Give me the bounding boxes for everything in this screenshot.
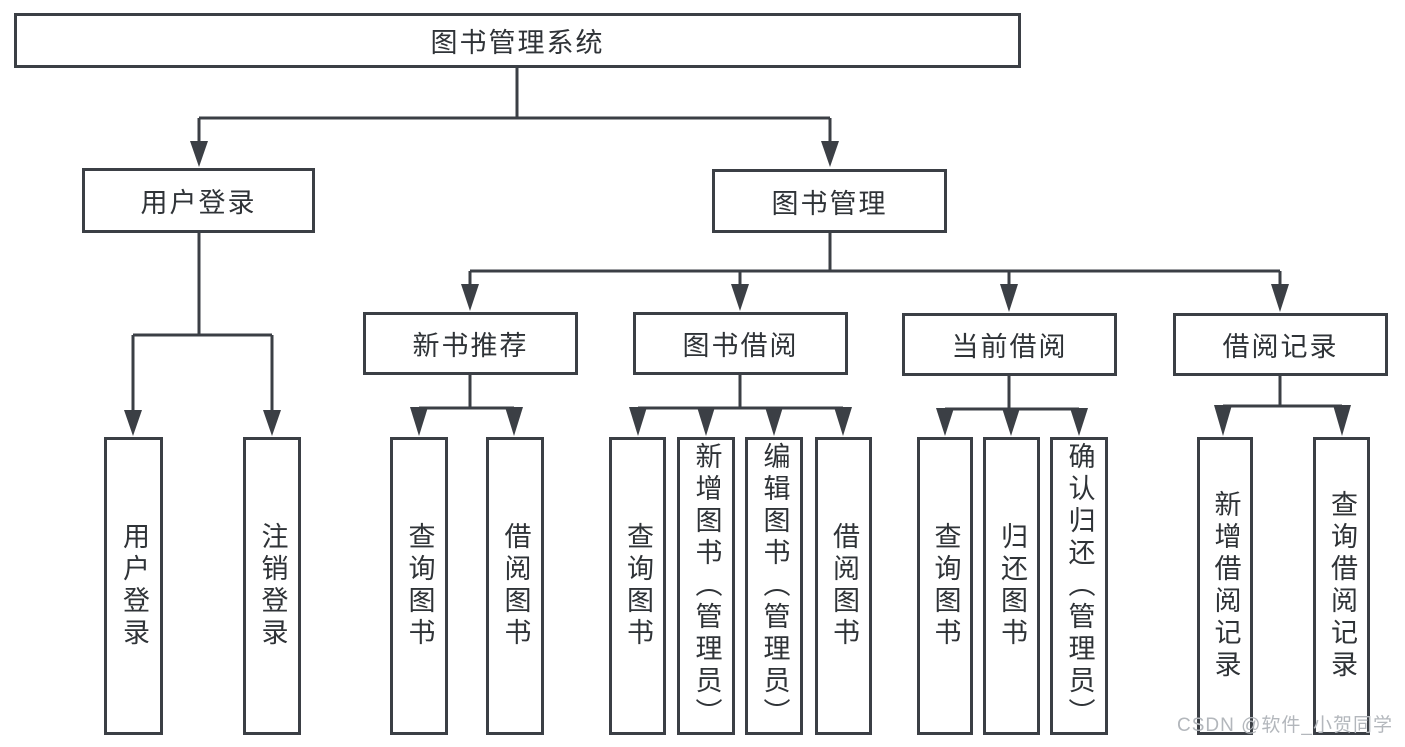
node-label: 用户登录 bbox=[119, 522, 149, 650]
node-label: 新增借阅记录 bbox=[1210, 490, 1241, 682]
node-new-book-recommend: 新书推荐 bbox=[363, 312, 578, 375]
arrowheads bbox=[124, 141, 1351, 436]
leaf-query-borrow-record: 查询借阅记录 bbox=[1313, 437, 1370, 735]
node-label: 当前借阅 bbox=[951, 332, 1068, 362]
leaf-query-books-recommend: 查询图书 bbox=[390, 437, 448, 735]
leaf-query-books-borrow: 查询图书 bbox=[609, 437, 666, 735]
node-label: 图书管理系统 bbox=[430, 28, 605, 58]
node-label: 图书管理 bbox=[771, 188, 888, 219]
node-library-system: 图书管理系统 bbox=[14, 13, 1021, 68]
node-user-login: 用户登录 bbox=[82, 168, 315, 233]
node-label: 用户登录 bbox=[140, 188, 257, 218]
node-label: 借阅图书 bbox=[829, 522, 859, 650]
node-label: 确认归还（管理员） bbox=[1064, 442, 1095, 730]
node-current-borrowing: 当前借阅 bbox=[902, 313, 1117, 376]
leaf-borrow-books: 借阅图书 bbox=[815, 437, 872, 735]
csdn-watermark: CSDN @软件_小贺同学 bbox=[1177, 715, 1393, 736]
leaf-return-books: 归还图书 bbox=[983, 437, 1040, 735]
node-label: 新增图书（管理员） bbox=[691, 442, 722, 730]
node-label: 借阅记录 bbox=[1222, 332, 1339, 362]
node-label: 注销登录 bbox=[257, 522, 288, 650]
node-label: 编辑图书（管理员） bbox=[759, 442, 790, 730]
leaf-logout: 注销登录 bbox=[243, 437, 301, 735]
leaf-borrow-books-recommend: 借阅图书 bbox=[486, 437, 544, 735]
leaf-user-login: 用户登录 bbox=[104, 437, 163, 735]
node-label: 查询图书 bbox=[930, 522, 961, 650]
node-label: 借阅图书 bbox=[500, 522, 531, 650]
node-book-borrowing: 图书借阅 bbox=[633, 312, 848, 375]
node-label: 归还图书 bbox=[997, 522, 1027, 650]
node-label: 查询图书 bbox=[623, 522, 653, 650]
leaf-confirm-return-admin: 确认归还（管理员） bbox=[1050, 437, 1108, 735]
leaf-edit-books-admin: 编辑图书（管理员） bbox=[745, 437, 803, 735]
node-label: 新书推荐 bbox=[412, 331, 529, 361]
node-label: 查询借阅记录 bbox=[1327, 490, 1357, 682]
node-label: 图书借阅 bbox=[682, 331, 799, 361]
node-book-management: 图书管理 bbox=[712, 169, 947, 233]
leaf-add-borrow-record: 新增借阅记录 bbox=[1197, 437, 1253, 735]
node-label: 查询图书 bbox=[404, 522, 435, 650]
node-borrowing-records: 借阅记录 bbox=[1173, 313, 1388, 376]
leaf-query-books-current: 查询图书 bbox=[917, 437, 973, 735]
leaf-add-books-admin: 新增图书（管理员） bbox=[677, 437, 735, 735]
